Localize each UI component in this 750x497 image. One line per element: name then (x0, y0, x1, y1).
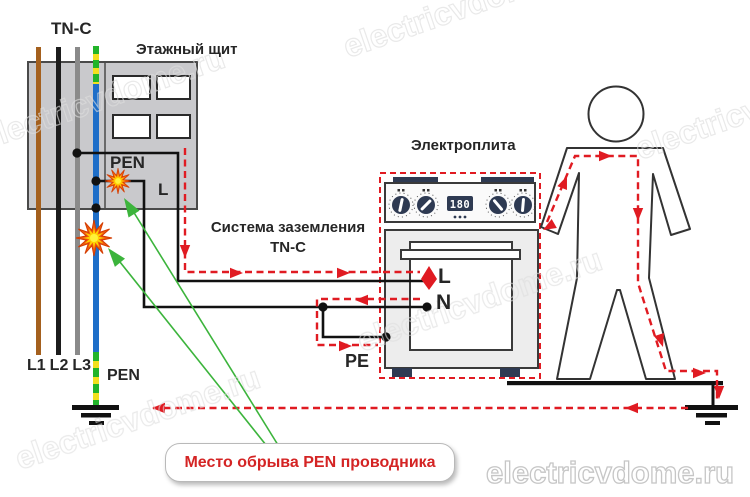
pe-bond-wire (321, 307, 386, 339)
spark-break-lower (75, 219, 113, 257)
callout-arrows (102, 194, 279, 446)
stove-boundary-dashed (379, 172, 541, 379)
oven-handle (400, 249, 521, 260)
stove-knobs (388, 189, 536, 218)
label-stove-pe: PE (345, 351, 370, 371)
stove-foot-right (500, 368, 520, 377)
body-current-dash (545, 154, 719, 401)
person (540, 85, 691, 380)
person-body (540, 147, 691, 380)
stove-display (447, 196, 473, 211)
floor-line (507, 381, 723, 386)
label-pen-bottom: PEN (107, 367, 140, 384)
label-stove-l: L (438, 265, 451, 288)
watermark-bottom-right: electricvdome.ru (486, 455, 734, 490)
stove-foot-left (392, 368, 412, 377)
burner-bar-left (393, 177, 438, 183)
label-stove-title: Электроплита (411, 137, 516, 154)
l-terminal-marker (421, 266, 437, 290)
spark-break-upper (104, 167, 132, 195)
label-grounding-line2: TN-C (270, 239, 306, 256)
ground-rod-right (711, 383, 715, 406)
label-floor-panel: Этажный щит (136, 41, 238, 58)
label-l-panel: L (158, 180, 169, 199)
break-location-callout: Место обрыва PEN проводника (165, 443, 455, 482)
label-stove-n: N (436, 291, 452, 314)
burner-bar-right (481, 177, 534, 183)
ground-electrode-right (685, 405, 738, 425)
grounding (72, 381, 738, 425)
label-pen-panel: PEN (110, 153, 145, 172)
label-tnc-top: TN-C (51, 19, 92, 38)
phase-l-wire (77, 151, 424, 283)
label-grounding-system: Система заземления TN-C (205, 218, 371, 258)
break-location-text: Место обрыва PEN проводника (184, 453, 436, 471)
electric-stove: 180 (379, 172, 541, 379)
breaker-modules (112, 75, 191, 139)
stove-display-value: 180 (450, 199, 470, 211)
watermark-text: electricvdome.ru (339, 0, 593, 65)
label-l1: L1 (27, 357, 46, 374)
supply-wires (36, 46, 99, 406)
label-grounding-line1: Система заземления (210, 219, 366, 236)
label-l3: L3 (72, 357, 92, 374)
watermark-text: electricvdome.ru (631, 49, 750, 166)
ground-electrode-left (72, 405, 119, 425)
person-head (587, 85, 645, 143)
label-l2: L2 (49, 357, 69, 374)
